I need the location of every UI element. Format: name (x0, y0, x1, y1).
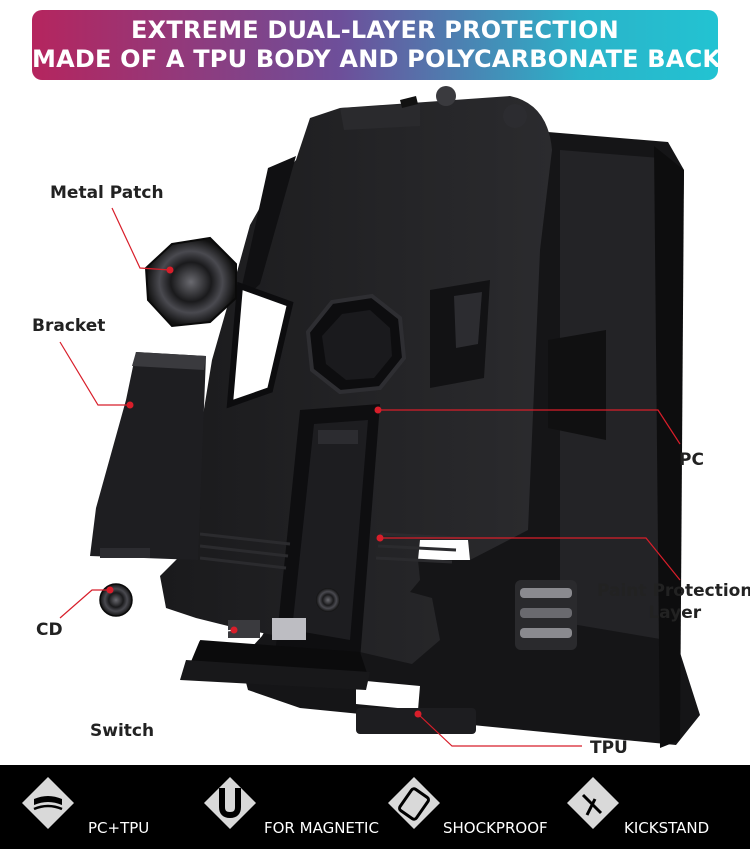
switch-callout-line (143, 629, 235, 717)
feature-pc-tpu: PC+TPU (0, 765, 190, 849)
callout-metal-patch: Metal Patch (50, 183, 164, 203)
callout-pc: PC (679, 450, 704, 470)
callout-tpu: TPU (590, 738, 628, 758)
callout-cd: CD (36, 620, 63, 640)
feature-magnetic: FOR MAGNETIC (190, 765, 380, 849)
header-banner: EXTREME DUAL-LAYER PROTECTION MADE OF A … (32, 10, 722, 80)
callout-paint-line-2: Layer (648, 603, 702, 623)
feature-label-magnetic: FOR MAGNETIC (264, 819, 379, 837)
feature-label-pc-tpu: PC+TPU (88, 819, 150, 837)
callout-paint-protection: Paint Protection Layer (597, 580, 750, 624)
callout-switch: Switch (90, 721, 155, 741)
kickstand-icon (567, 777, 619, 829)
callout-bracket: Bracket (32, 316, 106, 336)
bracket-plate (90, 352, 206, 560)
callout-lines (59, 207, 681, 747)
callout-dots (106, 266, 422, 718)
feature-label-kickstand: KICKSTAND (624, 819, 710, 837)
metal-patch-disc (144, 236, 237, 328)
banner-title-line-1: EXTREME DUAL-LAYER PROTECTION (131, 16, 619, 44)
pc-shell (160, 86, 552, 690)
phone-case-exploded-view (59, 86, 700, 748)
cd-disc (99, 583, 133, 617)
magnet-icon (204, 777, 256, 829)
feature-shockproof: SHOCKPROOF (380, 765, 565, 849)
banner-title-line-2: MADE OF A TPU BODY AND POLYCARBONATE BAC… (32, 45, 722, 73)
shockproof-icon (388, 777, 440, 829)
feature-label-shockproof: SHOCKPROOF (443, 819, 548, 837)
layers-icon (22, 777, 74, 829)
callout-paint-line-1: Paint Protection (597, 581, 750, 601)
feature-kickstand: KICKSTAND (565, 765, 750, 849)
feature-bar: PC+TPU FOR MAGNETIC SHOCKPROOF (0, 765, 750, 849)
